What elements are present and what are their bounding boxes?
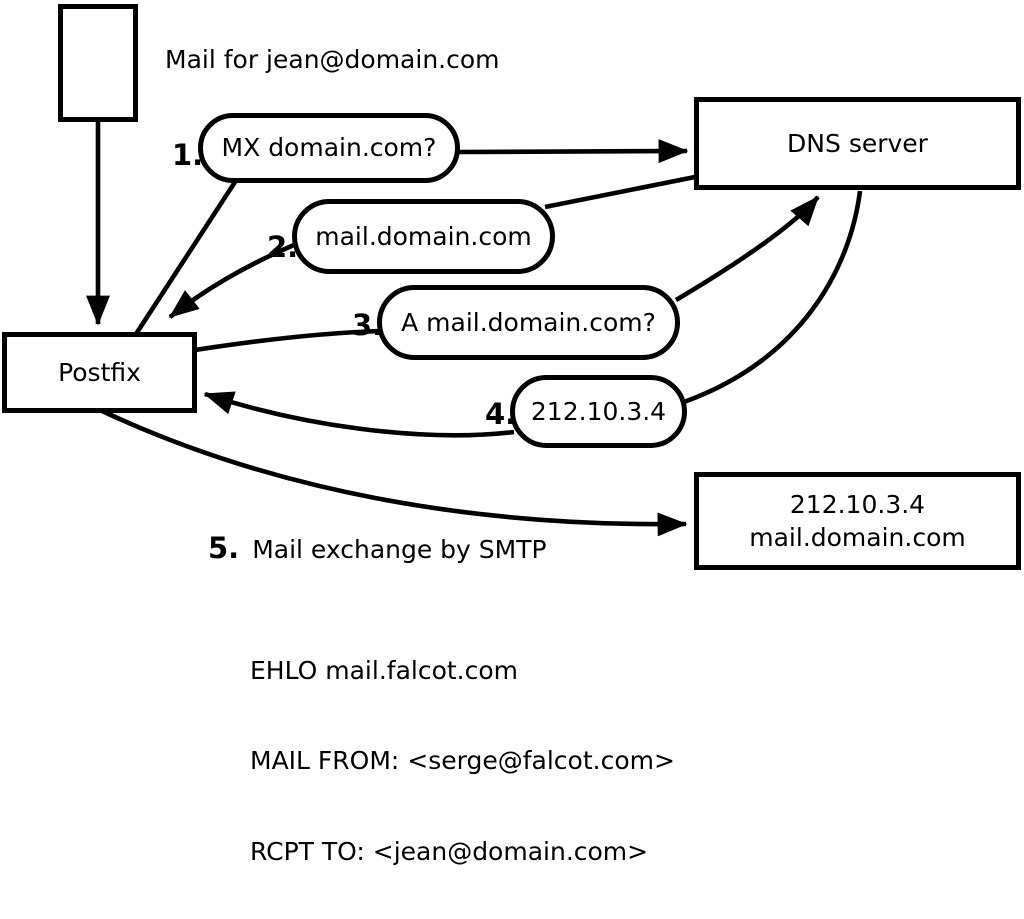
mx-answer-label: mail.domain.com [315,221,532,251]
arrow-postfix-to-mailserver [99,407,688,537]
arrow-a-query-to-dns [674,195,820,302]
line-dns-to-mx-answer [544,173,701,210]
mail-server-hostname: mail.domain.com [749,523,966,552]
line-postfix-to-mx-query [134,180,237,336]
smtp-line: MAIL FROM: <serge@falcot.com> [250,746,675,776]
a-query-pill: A mail.domain.com? [377,285,680,360]
dns-server-node: DNS server [694,97,1021,190]
smtp-line: EHLO mail.falcot.com [250,656,519,685]
line-postfix-to-a-query [194,328,381,353]
step-5-caption: 5. Mail exchange by SMTP [208,533,547,565]
arrow-a-answer-to-postfix [203,391,515,438]
mx-query-label: MX domain.com? [221,133,437,162]
mail-for-label: Mail for jean@domain.com [165,45,500,74]
mx-answer-pill: mail.domain.com [292,199,555,274]
arrow-mx-answer-to-postfix [168,242,295,319]
smtp-line: RCPT TO: <jean@domain.com> [250,836,649,866]
postfix-node: Postfix [2,332,197,413]
step-5-number: 5. [208,531,240,565]
mx-query-pill: MX domain.com? [198,113,460,183]
line-dns-to-a-answer [683,190,863,405]
a-query-label: A mail.domain.com? [401,307,656,337]
a-answer-label: 212.10.3.4 [530,396,667,426]
smtp-transcript: EHLO mail.falcot.com MAIL FROM: <serge@f… [250,597,675,919]
dns-server-label: DNS server [787,128,928,158]
step-5-label: Mail exchange by SMTP [252,535,547,564]
arrow-mx-query-to-dns [457,139,689,164]
mail-server-node: 212.10.3.4 mail.domain.com [694,472,1021,570]
mail-envelope [58,4,138,122]
mail-server-ip: 212.10.3.4 [789,490,926,519]
a-answer-pill: 212.10.3.4 [510,375,687,448]
postfix-label: Postfix [58,357,141,387]
